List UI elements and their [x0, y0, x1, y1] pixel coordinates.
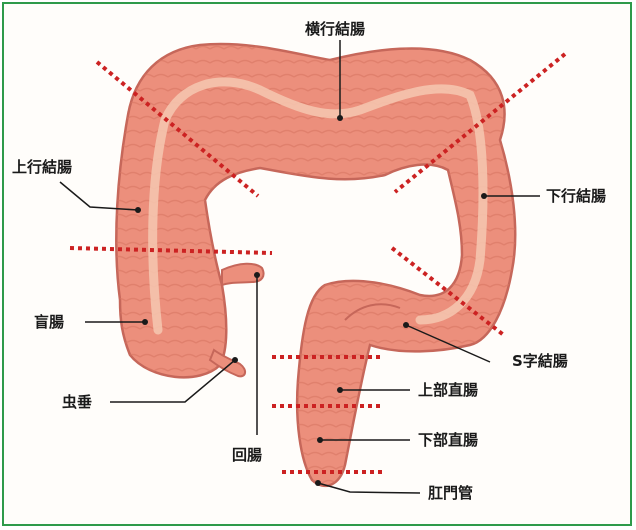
colon-body — [116, 44, 515, 486]
label-lower-rectum: 下部直腸 — [418, 431, 478, 449]
appendix-shape — [210, 350, 245, 376]
label-ascending-colon: 上行結腸 — [12, 158, 72, 176]
label-appendix: 虫垂 — [62, 393, 92, 411]
label-ileum: 回腸 — [232, 446, 262, 464]
label-anal-canal: 肛門管 — [428, 484, 473, 502]
label-upper-rectum: 上部直腸 — [418, 381, 478, 399]
label-transverse-colon: 横行結腸 — [305, 20, 365, 38]
label-sigmoid-colon: S字結腸 — [512, 352, 568, 370]
label-descending-colon: 下行結腸 — [546, 187, 606, 205]
label-cecum: 盲腸 — [34, 313, 64, 331]
